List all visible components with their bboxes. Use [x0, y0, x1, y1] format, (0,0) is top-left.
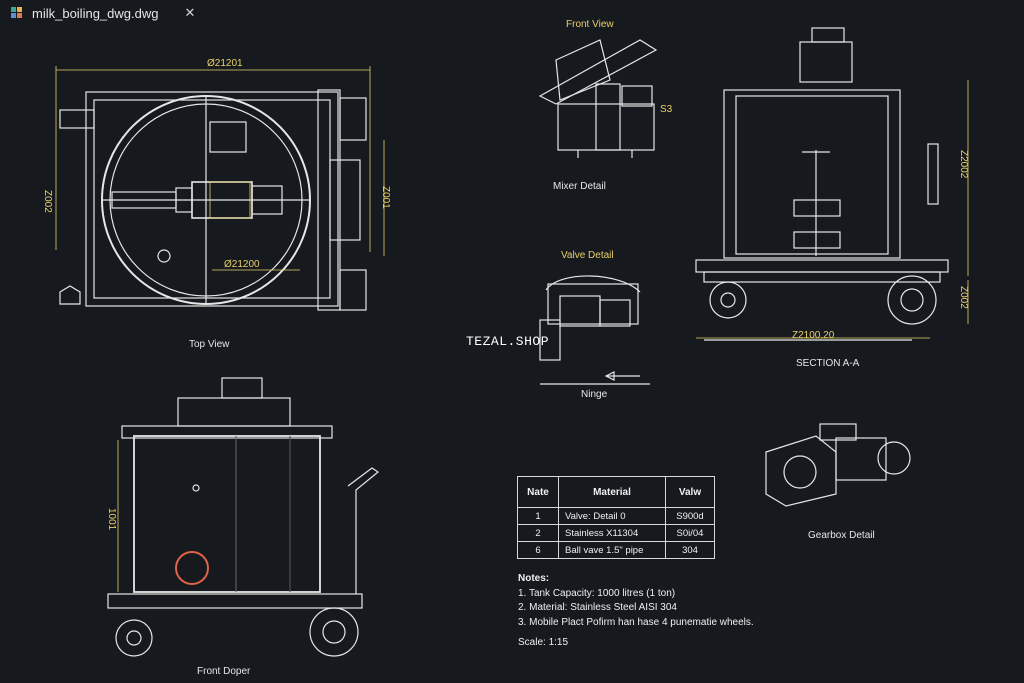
front-doper-label: Front Doper	[197, 666, 251, 677]
note-item: 1. Tank Capacity: 1000 litres (1 ton)	[518, 587, 676, 599]
dim-section-height-bottom: Z002	[958, 286, 969, 309]
top-view-label: Top View	[189, 339, 230, 350]
note-item: 2. Material: Stainless Steel AISI 304	[518, 602, 677, 613]
watermark-text: TEZAL.SHOP	[466, 334, 550, 349]
table-cell: Valve: Detail 0	[558, 507, 666, 525]
close-tab-icon[interactable]: ✕	[184, 5, 196, 20]
dim-top-left: Z002	[42, 190, 53, 213]
dim-top-right: Z001	[380, 186, 391, 209]
notes-heading: Notes:	[518, 573, 550, 584]
table-cell: 1	[517, 507, 559, 525]
valve-detail-label: Valve Detail	[561, 250, 614, 261]
table-cell: 6	[517, 541, 559, 559]
notes-block: Notes: 1. Tank Capacity: 1000 litres (1 …	[518, 572, 754, 651]
file-tab[interactable]: milk_boiling_dwg.dwg ✕	[0, 0, 205, 26]
dim-front-height: 1001	[106, 508, 117, 531]
table-header: Material	[558, 476, 666, 508]
bill-of-materials-table: Nate Material Valw 1 Valve: Detail 0 S90…	[517, 476, 715, 559]
dwg-file-icon	[10, 6, 24, 20]
table-cell: Stainless X11304	[558, 524, 666, 542]
mixer-detail-drawing	[538, 39, 658, 158]
file-tab-label: milk_boiling_dwg.dwg	[32, 5, 159, 21]
note-item: 3. Mobile Plact Pofirm han hase 4 punema…	[518, 616, 754, 628]
table-row: 6 Ball vave 1.5" pipe 304	[517, 541, 715, 559]
hinge-label: Ninge	[581, 389, 608, 400]
mixer-detail-label: Mixer Detail	[553, 181, 606, 192]
scale-text: Scale: 1:15	[518, 637, 569, 648]
table-header-row: Nate Material Valw	[517, 476, 715, 508]
dim-section-width: Z2100.20	[792, 330, 835, 341]
front-view-label: Front View	[566, 19, 614, 30]
dim-top-width: Ø21201	[207, 58, 243, 69]
table-header: Nate	[517, 476, 559, 508]
section-drawing	[695, 27, 949, 341]
table-row: 1 Valve: Detail 0 S900d	[517, 507, 715, 525]
table-cell: 304	[665, 541, 715, 559]
dim-mixer-small: S3	[660, 104, 673, 115]
section-label: SECTION A-A	[796, 358, 860, 369]
top-view-drawing	[59, 89, 367, 311]
front-doper-drawing	[107, 377, 380, 657]
gearbox-detail-label: Gearbox Detail	[808, 530, 875, 541]
table-row: 2 Stainless X11304 S0i/04	[517, 524, 715, 542]
table-cell: 2	[517, 524, 559, 542]
table-header: Valw	[665, 476, 715, 508]
gearbox-drawing	[765, 423, 911, 507]
dim-top-inner: Ø21200	[224, 259, 260, 270]
dim-section-height-top: Z2002	[958, 150, 969, 179]
table-cell: Ball vave 1.5" pipe	[558, 541, 666, 559]
table-cell: S0i/04	[665, 524, 715, 542]
valve-detail-drawing	[539, 275, 650, 385]
table-cell: S900d	[665, 507, 715, 525]
